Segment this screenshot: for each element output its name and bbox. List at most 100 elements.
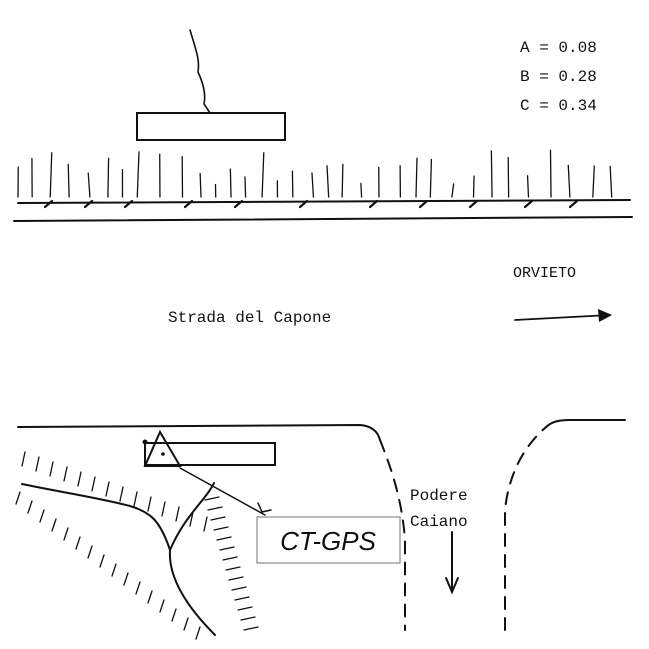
road-tick bbox=[43, 199, 54, 209]
road-edge-bottom bbox=[17, 423, 381, 441]
slope-stroke bbox=[161, 501, 166, 517]
slope-stroke bbox=[87, 545, 93, 559]
slope-stroke bbox=[171, 608, 177, 622]
slope-stroke bbox=[225, 566, 241, 571]
grass-stroke bbox=[229, 168, 232, 198]
grass-hatching bbox=[17, 149, 613, 198]
grass-stroke bbox=[609, 165, 613, 198]
slope-stroke bbox=[228, 576, 244, 581]
cable-line bbox=[189, 29, 211, 114]
road-tick bbox=[298, 199, 309, 209]
road-tick bbox=[233, 199, 244, 209]
grass-stroke bbox=[87, 172, 91, 198]
slope-stroke bbox=[21, 451, 26, 467]
road-edge-lower bbox=[13, 216, 633, 222]
slope-stroke bbox=[231, 586, 247, 591]
slope-stroke bbox=[63, 527, 69, 541]
slope-stroke bbox=[63, 466, 68, 482]
slope-stroke bbox=[237, 606, 253, 611]
legend-b: B = 0.28 bbox=[520, 68, 597, 86]
slope-stroke bbox=[147, 496, 152, 512]
slope-stroke bbox=[147, 590, 153, 604]
road-tick bbox=[468, 199, 479, 209]
road-ticks bbox=[43, 199, 579, 209]
pointer-arrow-icon bbox=[257, 502, 272, 513]
grass-stroke bbox=[526, 175, 530, 198]
slope-stroke bbox=[91, 476, 96, 492]
arrow-right-head-icon bbox=[598, 309, 612, 322]
grass-stroke bbox=[67, 163, 70, 198]
slope-stroke bbox=[77, 471, 82, 487]
slope-stroke bbox=[222, 556, 238, 561]
road-edge-upper bbox=[17, 199, 631, 204]
slope-stroke bbox=[159, 599, 165, 613]
slope-stroke bbox=[219, 546, 235, 551]
grass-stroke bbox=[49, 152, 53, 198]
slope-stroke bbox=[213, 526, 229, 531]
farm-track-left bbox=[379, 439, 406, 631]
slope-stroke bbox=[123, 572, 129, 586]
slope-stroke bbox=[183, 617, 189, 631]
slope-stroke bbox=[240, 616, 256, 621]
road-tick bbox=[523, 199, 534, 209]
road-tick bbox=[183, 199, 194, 209]
slope-stroke bbox=[175, 506, 180, 522]
slope-stroke bbox=[51, 518, 57, 532]
arrow-down-head-icon bbox=[445, 577, 459, 595]
road-edge-bottom-right bbox=[544, 419, 626, 429]
grass-stroke bbox=[199, 172, 202, 198]
direction-label: ORVIETO bbox=[513, 265, 576, 282]
slope-stroke bbox=[111, 563, 117, 577]
slope-stroke bbox=[195, 626, 201, 640]
grass-stroke bbox=[415, 157, 418, 198]
slope-stroke bbox=[49, 461, 54, 477]
gps-station-point bbox=[161, 452, 165, 456]
grass-stroke bbox=[311, 172, 315, 198]
slope-stroke bbox=[207, 506, 223, 511]
farm-name-line1: Podere bbox=[410, 487, 468, 505]
grass-stroke bbox=[592, 165, 595, 198]
grass-stroke bbox=[451, 183, 455, 198]
slope-stroke bbox=[204, 496, 220, 501]
grass-stroke bbox=[360, 182, 363, 198]
pointer-line bbox=[179, 467, 266, 516]
gps-station-triangle-icon bbox=[143, 429, 182, 467]
grass-stroke bbox=[567, 164, 571, 198]
legend-c: C = 0.34 bbox=[520, 97, 597, 115]
slope-stroke bbox=[27, 500, 33, 514]
stream-main bbox=[168, 482, 216, 636]
slope-stroke bbox=[234, 596, 250, 601]
grass-stroke bbox=[490, 150, 493, 198]
slope-stroke bbox=[243, 626, 259, 631]
station-label: CT-GPS bbox=[280, 526, 376, 556]
slope-stroke bbox=[189, 511, 194, 527]
slope-stroke bbox=[203, 516, 208, 532]
stream-west bbox=[21, 483, 171, 551]
slope-stroke bbox=[15, 491, 21, 505]
road-tick bbox=[368, 199, 379, 209]
grass-stroke bbox=[136, 151, 140, 198]
road-tick bbox=[568, 199, 579, 209]
grass-stroke bbox=[429, 158, 433, 198]
slope-stroke bbox=[210, 516, 226, 521]
slope-stroke bbox=[75, 536, 81, 550]
slope-stroke bbox=[99, 554, 105, 568]
road-tick bbox=[123, 199, 134, 209]
road-tick bbox=[418, 199, 429, 209]
grass-stroke bbox=[549, 149, 552, 198]
grass-stroke bbox=[472, 175, 475, 198]
slope-stroke bbox=[39, 509, 45, 523]
farm-track-right bbox=[504, 427, 546, 631]
slope-stroke bbox=[216, 536, 232, 541]
arrow-right-icon bbox=[514, 314, 611, 321]
road-name-label: Strada del Capone bbox=[168, 309, 331, 327]
slope-hatching bbox=[15, 451, 259, 640]
slope-stroke bbox=[135, 581, 141, 595]
road-tick bbox=[83, 199, 94, 209]
slope-stroke bbox=[105, 481, 110, 497]
grass-stroke bbox=[261, 152, 265, 198]
station-label-box bbox=[256, 516, 401, 564]
slope-stroke bbox=[35, 456, 40, 472]
